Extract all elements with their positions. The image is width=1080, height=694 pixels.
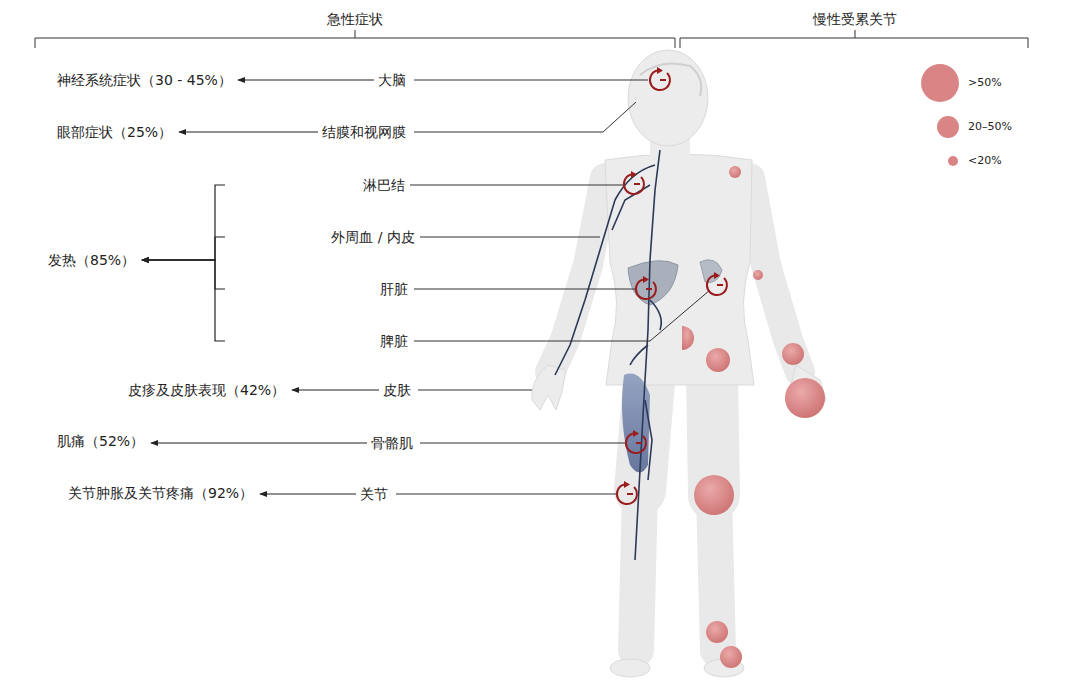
body-silhouette [532,50,826,677]
symptom-label: 眼部症状（25%） [57,123,175,141]
label-text: 结膜和视网膜 [322,123,406,141]
arrow-connector [260,493,356,494]
label-text: 肌痛（52%） [57,432,144,450]
symptom-label: 神经系统症状（30 - 45%） [57,71,234,89]
symptom-label: 大脑 [378,71,408,89]
arrow-connector [179,131,318,132]
arrow-connector [292,389,379,390]
symptom-label: 结膜和视网膜 [322,123,408,141]
label-text: 外周血 / 内皮 [331,228,415,246]
label-text: 脾脏 [380,332,408,350]
site-icon [617,67,727,504]
label-text: 眼部症状（25%） [57,123,172,141]
symptom-label: 脾脏 [225,332,408,350]
legend-swatch [921,64,959,102]
legend-text: <20% [968,154,1002,168]
legend-text: 20–50% [968,120,1012,134]
label-text: 皮肤 [383,381,411,399]
section-header: 慢性受累关节 [813,10,897,28]
arrow-connector [142,260,225,341]
arrow-connector [151,442,367,443]
label-text: 关节 [360,485,388,503]
leader-line [396,80,710,494]
symptom-label: 淋巴结 [225,176,405,194]
symptom-label: 肌痛（52%） [57,432,147,450]
vessel-lines [555,150,661,560]
symptom-label: 发热（85%） [48,251,138,269]
symptom-label: 皮肤 [383,381,413,399]
section-header: 急性症状 [327,10,383,28]
arrow-connector [142,260,225,289]
symptom-label: 肝脏 [225,280,408,298]
legend-text: >50% [968,76,1002,90]
joint-circle [682,166,825,668]
brain-shape [640,63,701,96]
label-text: 关节肿胀及关节疼痛（92%） [68,484,253,502]
label-text: 大脑 [378,71,406,89]
muscle-shape [622,374,650,473]
arrow-connector [142,237,225,260]
symptom-label: 外周血 / 内皮 [225,228,415,246]
liver-shape [628,261,678,305]
label-text: 淋巴结 [363,176,405,194]
legend-swatch [948,156,958,166]
symptom-label: 关节肿胀及关节疼痛（92%） [68,484,256,502]
label-text: 发热（85%） [48,251,135,269]
symptom-label: 关节 [360,485,390,503]
symptom-label: 皮疹及皮肤表现（42%） [128,381,288,399]
label-text: 肝脏 [380,280,408,298]
symptom-label: 骨骼肌 [371,434,415,452]
header-bracket [35,30,1028,48]
arrow-connector [142,185,225,260]
label-text: 神经系统症状（30 - 45%） [57,71,232,89]
spleen-shape [700,260,722,283]
arrow-connector [238,79,374,80]
legend-swatch [937,116,959,138]
label-text: 皮疹及皮肤表现（42%） [128,381,285,399]
label-text: 骨骼肌 [371,434,413,452]
